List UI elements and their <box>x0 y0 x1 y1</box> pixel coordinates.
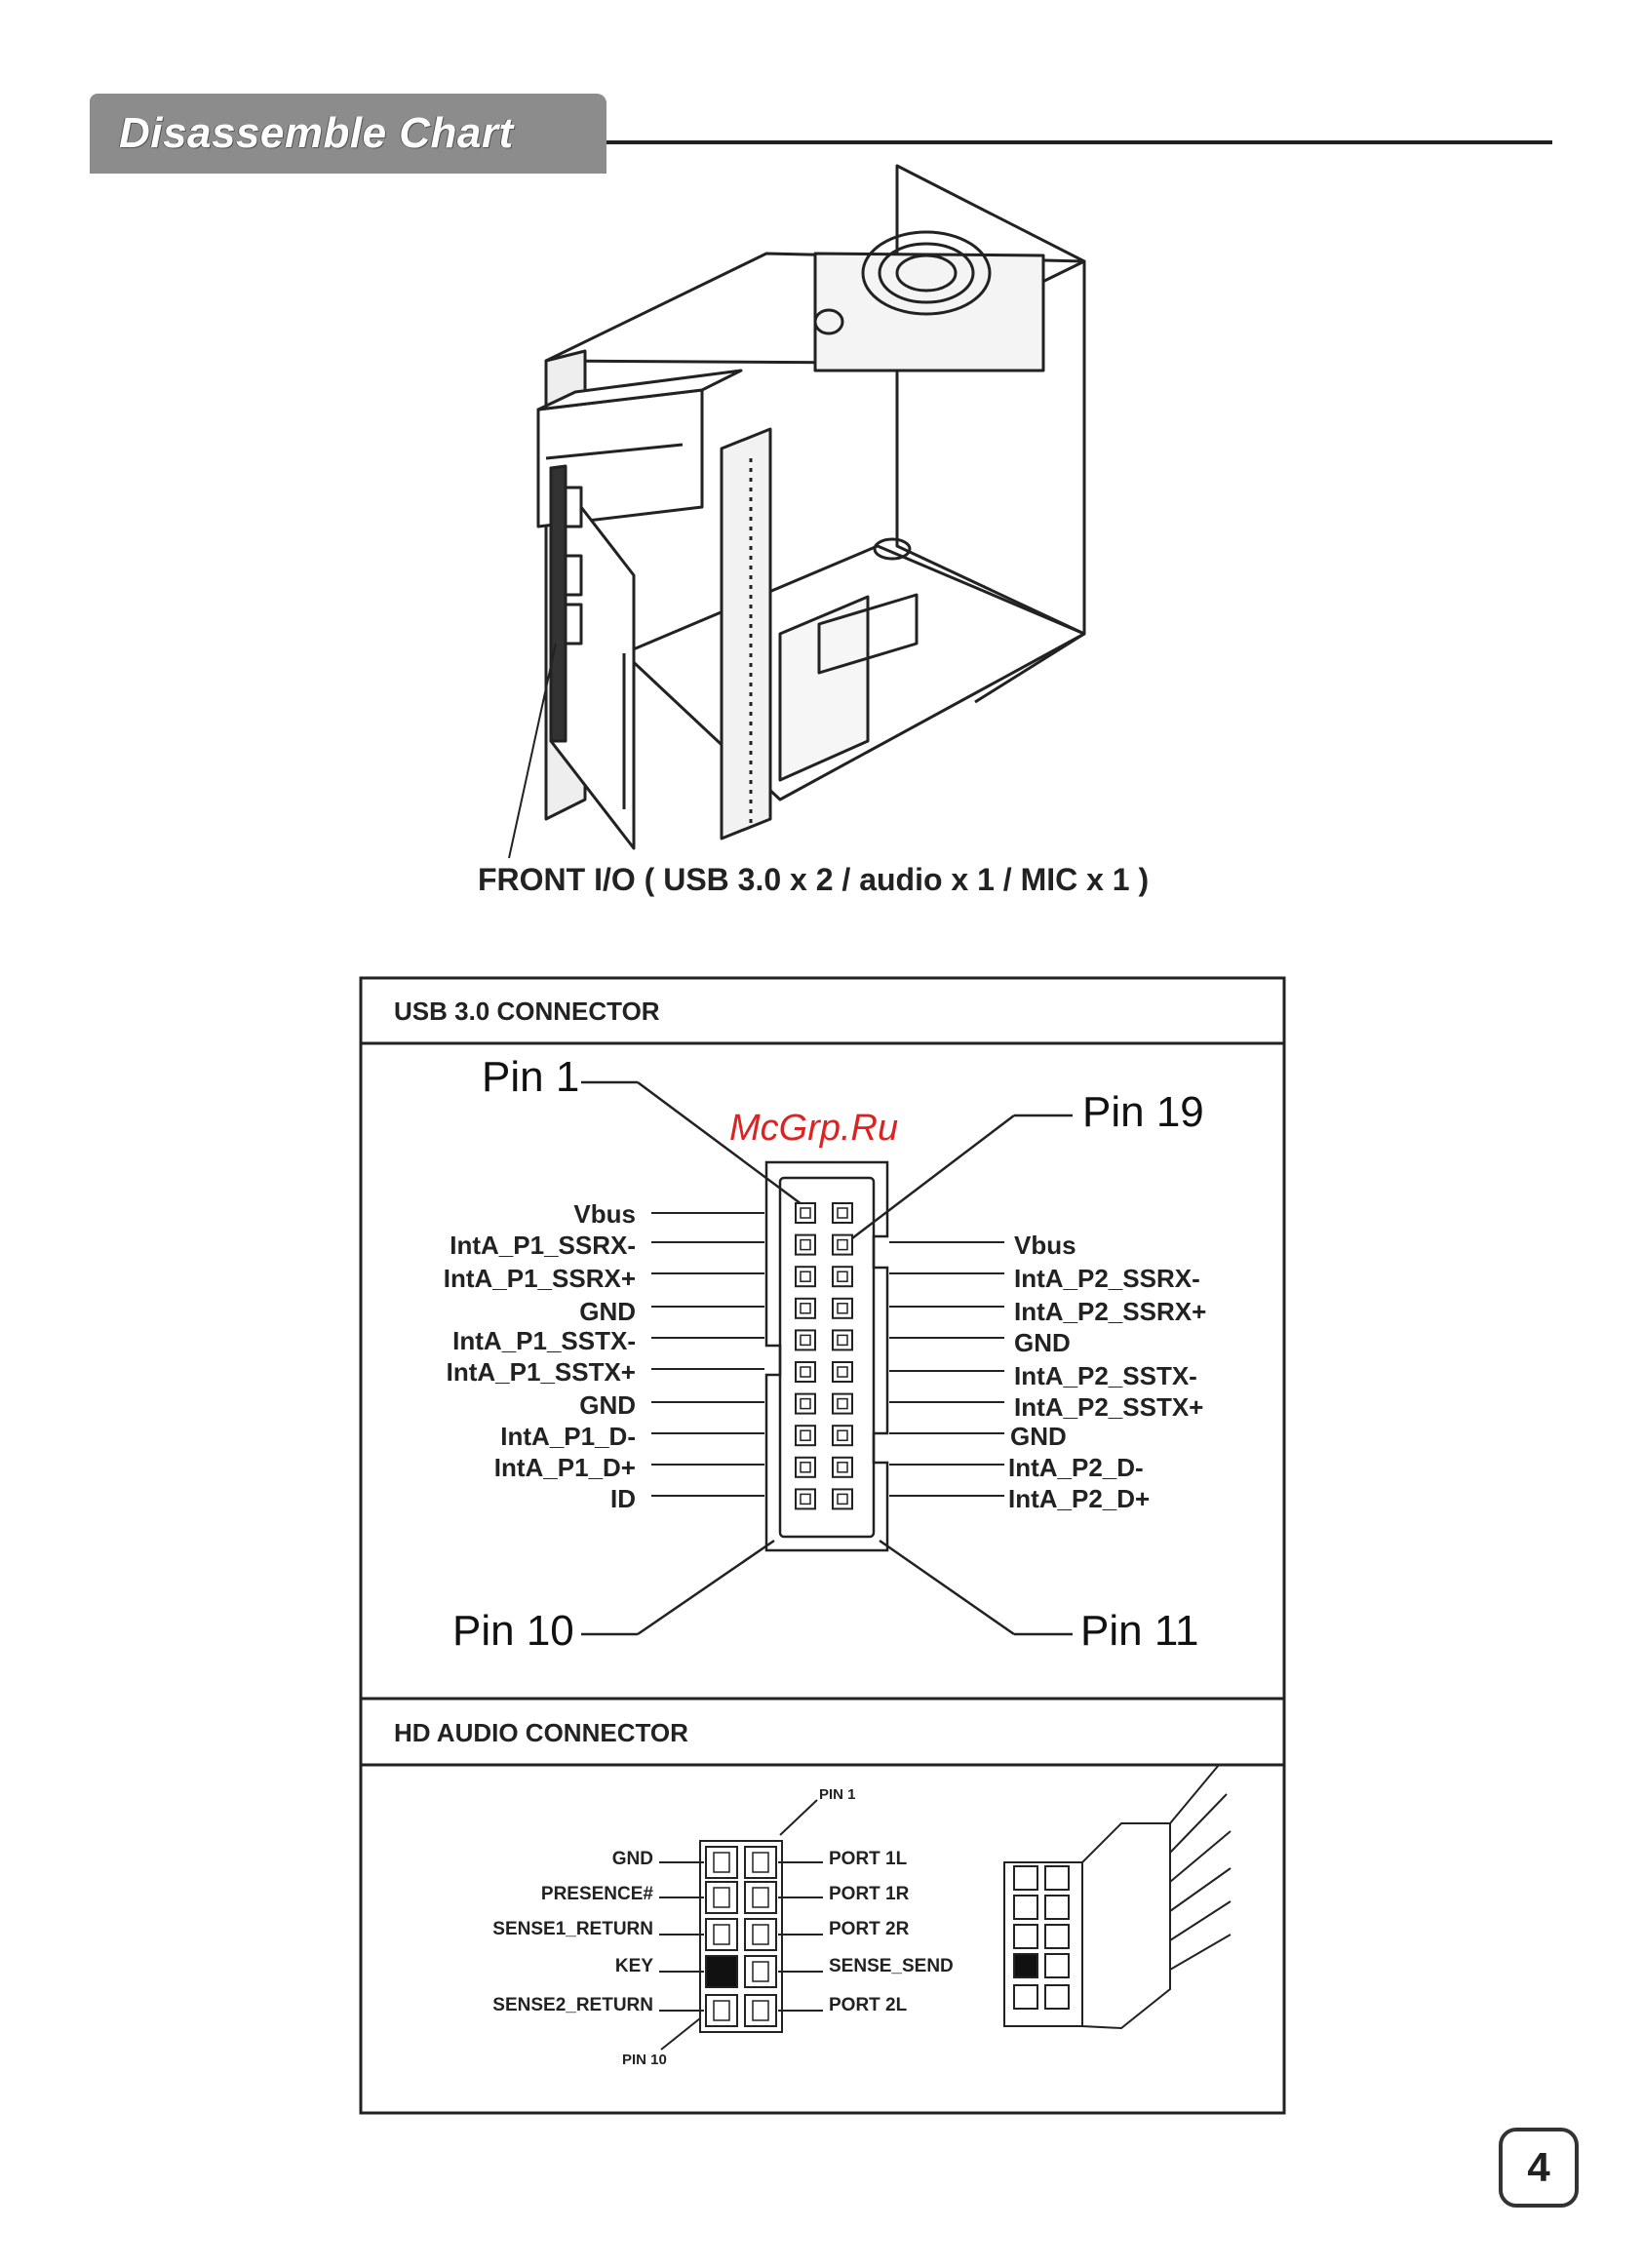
audio-right-pin-label: PORT 2R <box>829 1919 910 1939</box>
audio-pin <box>744 1918 777 1951</box>
usb-left-pin-label: GND <box>579 1297 636 1326</box>
usb-pin-inner <box>800 1271 811 1282</box>
plug-key-pin <box>1013 1953 1038 1978</box>
audio-pin-inner <box>713 1852 730 1873</box>
usb-pin-inner <box>837 1238 848 1251</box>
usb-pin-inner <box>837 1397 848 1410</box>
plug-pin <box>1013 1984 1038 2010</box>
audio-left-pin-label: GND <box>611 1849 653 1869</box>
usb-pin-inner <box>837 1366 848 1378</box>
usb-pin-inner <box>800 1429 811 1441</box>
audio-pin <box>705 1881 738 1914</box>
audio-pin <box>744 1846 777 1879</box>
usb-pin-inner <box>837 1429 848 1441</box>
plug-pin <box>1044 1895 1070 1920</box>
audio-right-pin-label: SENSE_SEND <box>829 1956 954 1976</box>
audio-pin-inner <box>713 1887 730 1908</box>
audio-pin10-label: PIN 10 <box>622 2052 667 2068</box>
watermark: McGrp.Ru <box>729 1108 899 1149</box>
usb-pin-inner <box>837 1462 848 1473</box>
plug-pin <box>1013 1924 1038 1949</box>
plug-pin <box>1044 1924 1070 1949</box>
audio-pin-inner <box>713 2000 730 2021</box>
usb-pin-inner <box>800 1397 811 1410</box>
plug-pin <box>1013 1895 1038 1920</box>
audio-pin1-label: PIN 1 <box>819 1786 856 1803</box>
usb-right-pin-label: IntA_P2_SSRX+ <box>1014 1297 1207 1326</box>
usb-pin-inner <box>800 1334 811 1347</box>
usb-pin-inner <box>837 1334 848 1347</box>
audio-header-outline <box>699 1840 783 2033</box>
audio-pin-inner <box>752 1924 769 1945</box>
audio-right-pin-label: PORT 2L <box>829 1995 908 2015</box>
usb-left-pin-label: ID <box>610 1484 636 1513</box>
plug-pin <box>1044 1953 1070 1978</box>
usb-left-pin-label: IntA_P1_D+ <box>493 1453 636 1482</box>
usb-right-pin-label: GND <box>1010 1422 1067 1451</box>
usb-left-pin-label: IntA_P1_D- <box>500 1422 636 1451</box>
audio-pin <box>705 1994 738 2027</box>
audio-pin-inner <box>713 1924 730 1945</box>
usb-connector-title: USB 3.0 CONNECTOR <box>394 997 660 1026</box>
header-rule <box>606 140 1552 144</box>
audio-right-pin-label: PORT 1R <box>829 1884 910 1904</box>
front-io-caption: FRONT I/O ( USB 3.0 x 2 / audio x 1 / MI… <box>478 862 1150 897</box>
audio-left-pin-label: SENSE2_RETURN <box>492 1995 653 2015</box>
usb-left-pin-label: GND <box>579 1390 636 1420</box>
usb-pin-inner <box>800 1366 811 1378</box>
usb-right-pin-label: Vbus <box>1014 1231 1076 1260</box>
usb-pin-inner <box>837 1207 848 1219</box>
usb-left-pin-label: IntA_P1_SSTX+ <box>446 1357 636 1387</box>
usb-pin1-callout: Pin 1 <box>482 1053 580 1101</box>
header-tab: Disassemble Chart <box>90 94 606 174</box>
audio-left-pin-label: SENSE1_RETURN <box>492 1919 653 1939</box>
plug-pin <box>1013 1865 1038 1891</box>
usb-pin-inner <box>800 1238 811 1251</box>
usb-pin-inner <box>837 1493 848 1505</box>
plug-pin <box>1044 1865 1070 1891</box>
usb-right-pin-label: IntA_P2_D- <box>1008 1453 1144 1482</box>
page-number: 4 <box>1499 2128 1579 2208</box>
audio-pin-inner <box>752 1961 769 1982</box>
usb-pin19-callout: Pin 19 <box>1082 1088 1204 1136</box>
audio-left-pin-label: PRESENCE# <box>540 1884 653 1904</box>
usb-left-pin-label: IntA_P1_SSRX+ <box>443 1264 636 1293</box>
plug-pin <box>1044 1984 1070 2010</box>
usb-pin-inner <box>800 1493 811 1505</box>
usb-right-pin-label: IntA_P2_SSRX- <box>1014 1264 1200 1293</box>
audio-pin <box>705 1846 738 1879</box>
usb-left-pin-label: IntA_P1_SSTX- <box>452 1326 636 1355</box>
audio-key-pin <box>705 1955 738 1988</box>
audio-pin-inner <box>752 2000 769 2021</box>
usb-pin-inner <box>800 1303 811 1314</box>
usb-right-pin-label: IntA_P2_SSTX+ <box>1014 1392 1204 1422</box>
audio-connector-title: HD AUDIO CONNECTOR <box>394 1718 688 1747</box>
usb-pin-inner <box>837 1303 848 1314</box>
usb-pin-inner <box>800 1207 811 1219</box>
usb-left-pin-label: IntA_P1_SSRX- <box>450 1231 636 1260</box>
usb-right-pin-label: IntA_P2_SSTX- <box>1014 1361 1197 1390</box>
usb-pin10-callout: Pin 10 <box>452 1607 574 1655</box>
usb-pin-inner <box>800 1462 811 1473</box>
usb-right-pin-label: GND <box>1014 1328 1071 1357</box>
page-number-text: 4 <box>1527 2144 1550 2190</box>
audio-pin <box>744 1881 777 1914</box>
audio-pin <box>744 1955 777 1988</box>
usb-left-pin-label: Vbus <box>573 1199 636 1229</box>
audio-pin-inner <box>752 1887 769 1908</box>
usb-pin11-callout: Pin 11 <box>1080 1607 1199 1655</box>
page-title: Disassemble Chart <box>119 109 514 157</box>
audio-right-pin-label: PORT 1L <box>829 1849 908 1869</box>
audio-pin-inner <box>752 1852 769 1873</box>
audio-pin <box>744 1994 777 2027</box>
usb-pin-inner <box>837 1271 848 1282</box>
usb-right-pin-label: IntA_P2_D+ <box>1008 1484 1151 1513</box>
audio-pin <box>705 1918 738 1951</box>
audio-left-pin-label: KEY <box>614 1956 653 1976</box>
